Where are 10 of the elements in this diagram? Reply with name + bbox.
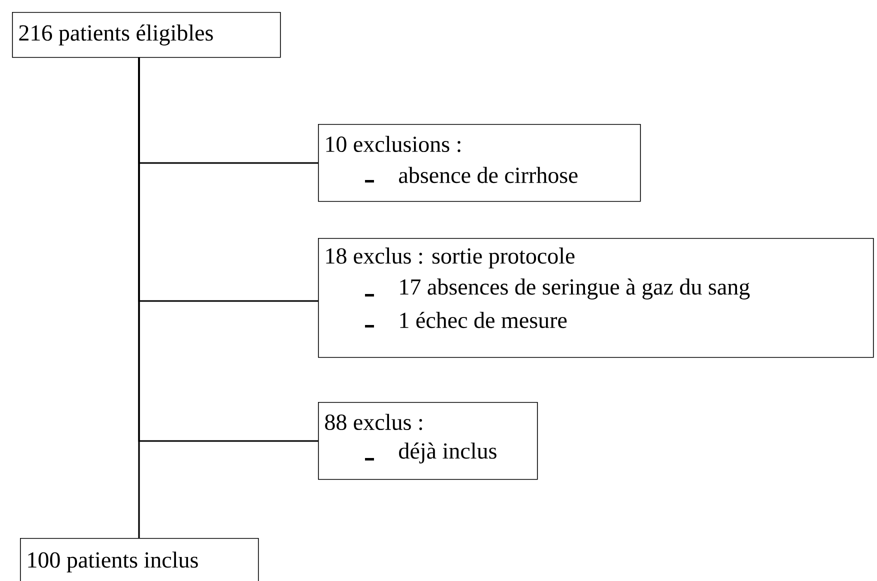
bullet-item: absence de cirrhose — [399, 166, 578, 184]
box-heading: 10 exclusions : — [326, 136, 460, 152]
box-label: 216 patients éligibles — [19, 24, 213, 46]
bullet-item: 17 absences de seringue à gaz du sang — [400, 278, 750, 300]
box-heading: 88 exclus : — [325, 414, 422, 430]
bullet-item: déjà inclus — [399, 442, 496, 464]
bullet-item: 1 échec de mesure — [400, 312, 567, 328]
box-heading: 18 exclus : sortie protocole — [326, 248, 574, 268]
box-label: 100 patients inclus — [28, 552, 198, 572]
connector-line — [138, 58, 318, 442]
